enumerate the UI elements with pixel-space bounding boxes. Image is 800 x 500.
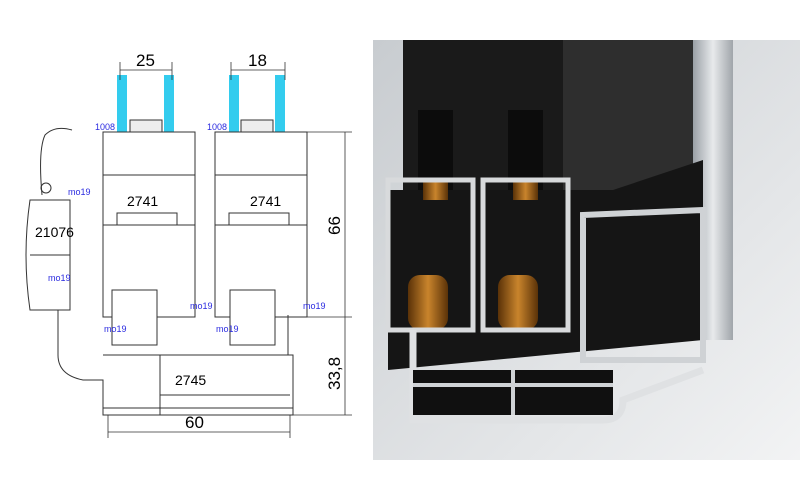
profile-label-2741-right: 2741 xyxy=(250,193,281,209)
technical-section-drawing: 25 18 60 66 33,8 2741 2741 21076 2745 10… xyxy=(25,51,352,438)
dimension-glass-left: 25 xyxy=(136,51,155,70)
brush-label: mo19 xyxy=(104,324,127,334)
dimension-height-upper: 66 xyxy=(325,216,344,235)
profile-3d-render xyxy=(373,40,800,460)
gasket-label-left: 1008 xyxy=(95,122,115,132)
brush-label: mo19 xyxy=(68,187,91,197)
brush-label: mo19 xyxy=(303,301,326,311)
dimension-lines xyxy=(107,62,352,438)
profile-label-2741-left: 2741 xyxy=(127,193,158,209)
brush-label: mo19 xyxy=(190,301,213,311)
bottom-frame-profile xyxy=(57,289,294,416)
sash-profile-right xyxy=(214,131,308,318)
brush-label: mo19 xyxy=(48,273,71,283)
glass-panes xyxy=(117,75,285,170)
dimension-glass-right: 18 xyxy=(248,51,267,70)
brush-label: mo19 xyxy=(216,324,239,334)
sash-profile-left xyxy=(102,131,196,318)
profile-label-2745: 2745 xyxy=(175,372,206,388)
gasket-label-right: 1008 xyxy=(207,122,227,132)
side-frame-profile xyxy=(25,127,73,311)
dimension-height-lower: 33,8 xyxy=(325,357,344,390)
dimension-width-total: 60 xyxy=(185,413,204,432)
profile-label-21076: 21076 xyxy=(35,224,74,240)
